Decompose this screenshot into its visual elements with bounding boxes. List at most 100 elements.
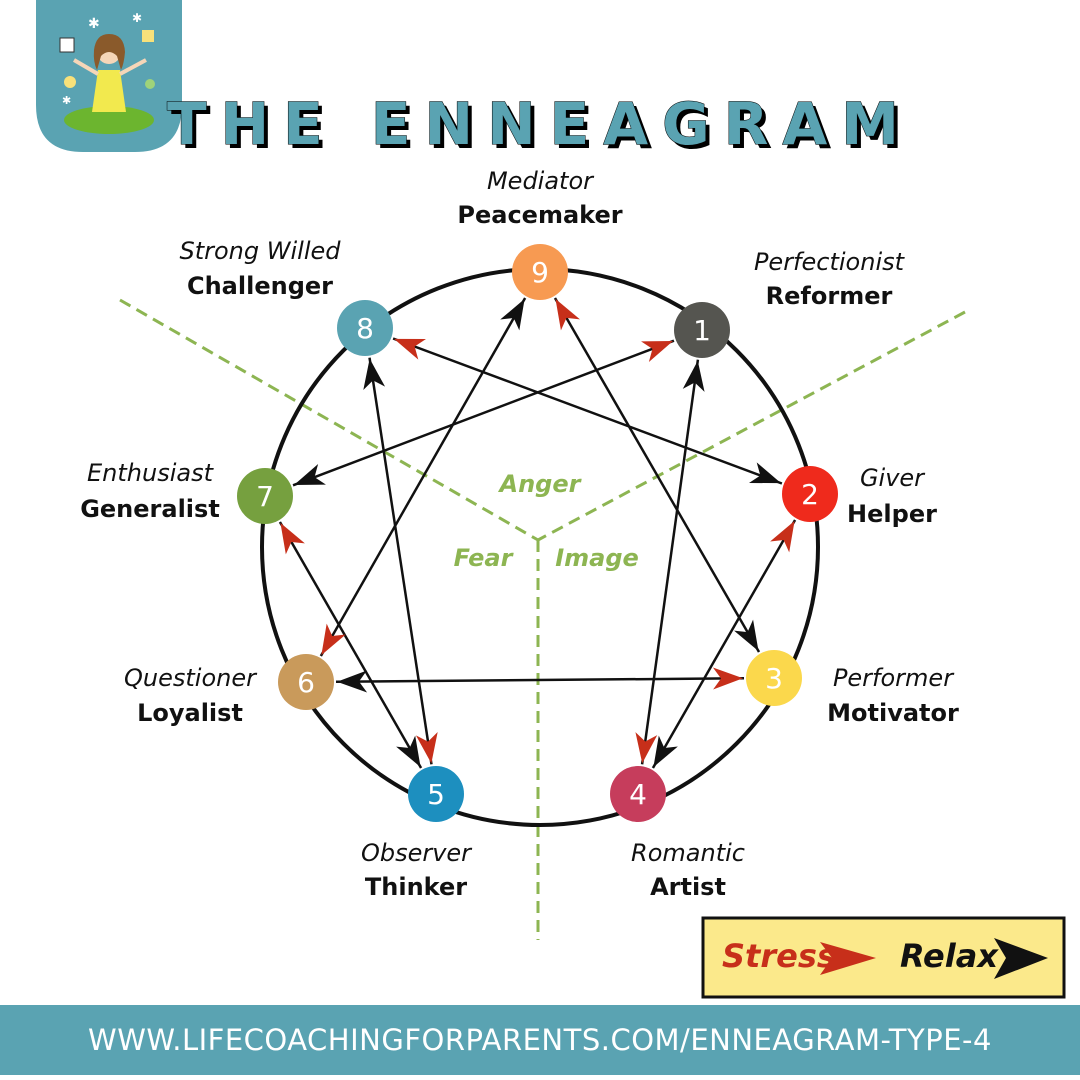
type-7-role: Enthusiast bbox=[87, 459, 215, 487]
type-6-node: 6 bbox=[278, 654, 334, 710]
legend-relax-label: Relax bbox=[900, 937, 999, 975]
stress-arrow-2-to-8 bbox=[394, 338, 426, 360]
stress-arrow-4-to-2 bbox=[770, 520, 795, 553]
stress-arrow-6-to-3 bbox=[712, 667, 744, 690]
connection-5-8 bbox=[368, 357, 433, 765]
title-shadow: THE ENNEAGRAM bbox=[171, 94, 917, 162]
type-7-number: 7 bbox=[256, 480, 274, 513]
divider-anger-fear bbox=[119, 298, 539, 542]
type-3-name: Motivator bbox=[827, 699, 959, 727]
type-1-role: Perfectionist bbox=[754, 248, 906, 276]
footer-bar: WWW.LIFECOACHINGFORPARENTS.COM/ENNEAGRAM… bbox=[0, 1005, 1080, 1075]
stress-arrow-7-to-1 bbox=[641, 341, 674, 362]
relax-arrow-5-to-8 bbox=[363, 358, 386, 390]
logo: ✱ ✱ ✱ bbox=[36, 0, 182, 152]
type-1-node: 1 bbox=[674, 302, 730, 358]
relax-arrow-9-to-3 bbox=[734, 619, 759, 652]
type-8-number: 8 bbox=[356, 312, 374, 345]
stress-arrow-5-to-7 bbox=[280, 522, 305, 555]
footer-url: WWW.LIFECOACHINGFORPARENTS.COM/ENNEAGRAM… bbox=[88, 1023, 992, 1057]
type-4-name: Artist bbox=[650, 873, 726, 901]
type-1-number: 1 bbox=[693, 314, 711, 347]
type-3-node: 3 bbox=[746, 650, 802, 706]
type-3-role: Performer bbox=[833, 664, 955, 692]
stress-arrow-8-to-5 bbox=[415, 732, 438, 764]
stress-arrow-1-to-4 bbox=[635, 732, 658, 764]
svg-text:✱: ✱ bbox=[132, 11, 142, 25]
title: THE ENNEAGRAM THE ENNEAGRAM bbox=[167, 90, 917, 163]
type-7-label: Enthusiast Generalist bbox=[80, 459, 220, 523]
svg-text:✱: ✱ bbox=[62, 94, 71, 107]
legend-relax-arrow-icon bbox=[994, 938, 1048, 979]
type-9-number: 9 bbox=[531, 256, 549, 289]
relax-arrow-4-to-1 bbox=[682, 360, 705, 392]
type-5-label: Observer Thinker bbox=[361, 839, 473, 901]
type-4-circle bbox=[610, 766, 666, 822]
relax-arrow-8-to-2 bbox=[749, 462, 781, 484]
type-4-node: 4 bbox=[610, 766, 666, 822]
type-5-circle bbox=[408, 766, 464, 822]
region-dividers bbox=[119, 298, 966, 940]
relax-arrow-2-to-4 bbox=[653, 735, 678, 768]
type-8-role: Strong Willed bbox=[179, 237, 341, 265]
type-3-circle bbox=[746, 650, 802, 706]
connection-3-6 bbox=[335, 677, 745, 683]
type-8-circle bbox=[337, 300, 393, 356]
type-5-number: 5 bbox=[427, 778, 445, 811]
stress-arrow-3-to-9 bbox=[555, 298, 580, 331]
title-text: THE ENNEAGRAM bbox=[167, 90, 913, 158]
svg-text:✱: ✱ bbox=[88, 16, 100, 32]
type-4-role: Romantic bbox=[631, 839, 745, 867]
type-1-circle bbox=[674, 302, 730, 358]
type-7-circle bbox=[237, 468, 293, 524]
type-6-name: Loyalist bbox=[137, 699, 243, 727]
type-5-name: Thinker bbox=[365, 873, 467, 901]
type-4-label: Romantic Artist bbox=[631, 839, 745, 901]
type-2-label: Giver Helper bbox=[847, 464, 937, 528]
type-2-number: 2 bbox=[801, 478, 819, 511]
enneagram-circle bbox=[260, 267, 820, 827]
type-8-name: Challenger bbox=[187, 272, 333, 300]
enneagram-diagram: ✱ ✱ ✱ THE ENNEAGRAM THE ENNEAGRAM Anger … bbox=[36, 0, 1066, 999]
type-1-name: Reformer bbox=[766, 282, 893, 310]
type-3-label: Performer Motivator bbox=[827, 664, 959, 727]
legend: Stress Relax bbox=[701, 916, 1066, 999]
type-8-label: Strong Willed Challenger bbox=[179, 237, 341, 300]
connection-7-1 bbox=[292, 339, 675, 487]
region-fear: Fear bbox=[454, 544, 515, 572]
legend-stress-label: Stress bbox=[722, 937, 836, 975]
connection-2-4 bbox=[651, 519, 797, 769]
connection-arrows bbox=[278, 297, 797, 769]
type-2-name: Helper bbox=[847, 500, 937, 528]
type-9-name: Peacemaker bbox=[457, 201, 622, 229]
woman-juggling-logo-icon: ✱ ✱ ✱ bbox=[59, 11, 155, 112]
type-9-node: 9 bbox=[512, 244, 568, 300]
type-9-label: Mediator Peacemaker bbox=[457, 167, 622, 229]
connection-9-3 bbox=[553, 297, 761, 653]
relax-arrow-1-to-7 bbox=[293, 464, 326, 485]
type-3-number: 3 bbox=[765, 662, 783, 695]
type-6-label: Questioner Loyalist bbox=[124, 664, 258, 727]
type-9-circle bbox=[512, 244, 568, 300]
type-2-node: 2 bbox=[782, 466, 838, 522]
type-2-circle bbox=[782, 466, 838, 522]
type-4-number: 4 bbox=[629, 778, 647, 811]
type-8-node: 8 bbox=[337, 300, 393, 356]
type-9-role: Mediator bbox=[487, 167, 595, 195]
type-7-node: 7 bbox=[237, 468, 293, 524]
divider-anger-image bbox=[537, 310, 966, 542]
connection-5-7 bbox=[278, 521, 423, 769]
type-6-role: Questioner bbox=[124, 664, 258, 692]
type-1-label: Perfectionist Reformer bbox=[754, 248, 906, 310]
region-image: Image bbox=[555, 544, 639, 572]
type-5-node: 5 bbox=[408, 766, 464, 822]
type-6-number: 6 bbox=[297, 666, 315, 699]
legend-box bbox=[701, 916, 1066, 999]
connection-4-1 bbox=[640, 359, 700, 765]
logo-grass bbox=[64, 106, 154, 134]
relax-arrow-6-to-9 bbox=[500, 298, 525, 331]
type-5-role: Observer bbox=[361, 839, 473, 867]
stress-arrow-9-to-6 bbox=[321, 623, 346, 656]
region-anger: Anger bbox=[498, 470, 583, 498]
